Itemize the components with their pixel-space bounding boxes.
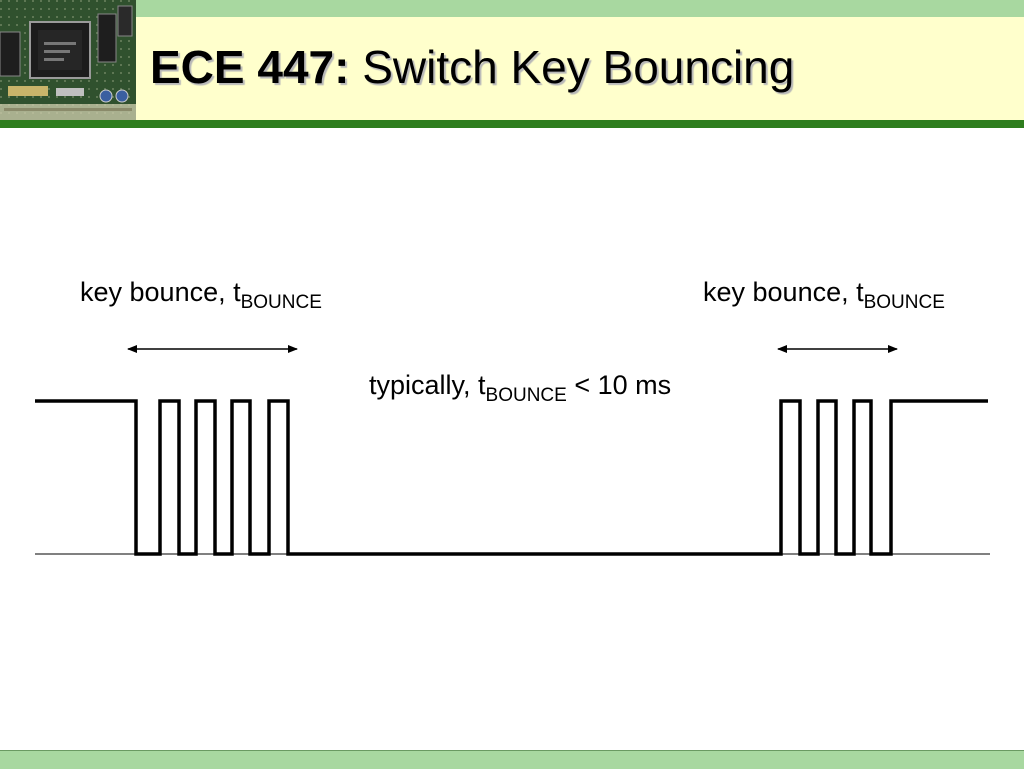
typical-bounce-label: typically, tBOUNCE < 10 ms xyxy=(369,370,672,406)
course-code: ECE 447: xyxy=(150,41,350,93)
key-bounce-label-left: key bounce, tBOUNCE xyxy=(80,277,322,313)
slide-title: ECE 447: Switch Key Bouncing xyxy=(150,44,794,90)
typical-subscript: BOUNCE xyxy=(485,385,567,406)
key-bounce-left-subscript: BOUNCE xyxy=(240,292,322,313)
header-green-rule xyxy=(0,120,1024,128)
typical-limit-text: < 10 ms xyxy=(566,370,672,400)
typical-text: typically, t xyxy=(369,370,486,400)
circuit-board-image xyxy=(0,0,136,120)
key-bounce-left-text: key bounce, t xyxy=(80,277,241,307)
slide-topic: Switch Key Bouncing xyxy=(362,41,795,93)
switch-signal-trace xyxy=(35,399,988,556)
key-bounce-right-text: key bounce, t xyxy=(703,277,864,307)
title-bar xyxy=(136,17,1024,120)
circuit-board-icon xyxy=(0,0,136,120)
key-bounce-label-right: key bounce, tBOUNCE xyxy=(703,277,945,313)
bottom-green-strip xyxy=(0,750,1024,769)
key-bounce-right-subscript: BOUNCE xyxy=(863,292,945,313)
